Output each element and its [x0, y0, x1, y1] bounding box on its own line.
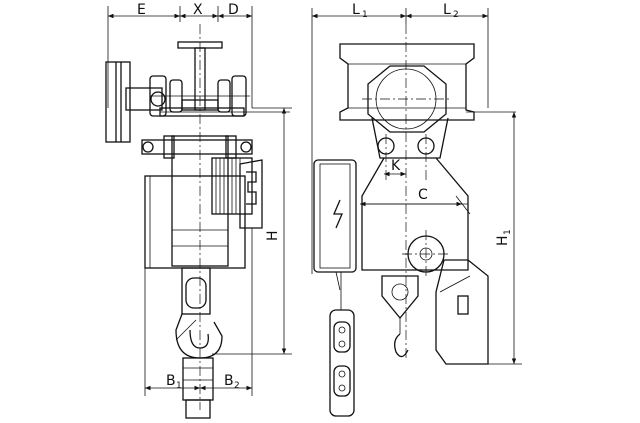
dim-label-b2-subscript: 2 — [234, 381, 240, 391]
dim-label-l2-subscript: 2 — [453, 10, 459, 20]
dim-label-e: E — [137, 2, 146, 18]
pendant-controller — [329, 272, 355, 417]
dim-label-b2: B — [224, 373, 234, 389]
side-view: E X D — [105, 2, 292, 419]
side-plate — [371, 117, 449, 180]
dim-label-l2: L — [443, 2, 451, 18]
dim-label-d: D — [228, 2, 239, 18]
dim-label-c: C — [418, 187, 428, 203]
dim-label-h1: H — [495, 235, 511, 246]
motor-housing — [313, 159, 357, 291]
load-sprocket — [402, 230, 450, 278]
dim-label-h: H — [265, 230, 281, 241]
dim-k: K — [384, 158, 406, 177]
chain-wheel — [105, 61, 166, 143]
trolley-wheels — [149, 75, 290, 117]
dim-label-l1: L — [352, 2, 360, 18]
dim-label-b1: B — [166, 373, 176, 389]
dim-label-l1-subscript: 1 — [362, 10, 368, 20]
dim-l1-l2: L 1 L 2 — [311, 2, 489, 274]
chain-container — [435, 259, 489, 365]
wheel-housing — [362, 65, 452, 133]
beam-section — [339, 43, 516, 121]
top-dimension-e-x-d: E X D — [107, 2, 253, 22]
dim-label-b1-subscript: 1 — [176, 381, 182, 391]
dim-h1: H 1 — [488, 112, 522, 365]
dim-label-h1-subscript: 1 — [503, 229, 513, 235]
axle-bolts — [141, 135, 253, 159]
dim-label-k: K — [391, 158, 401, 174]
hook-assembly — [175, 267, 223, 419]
front-hoist-body: C — [360, 157, 471, 271]
front-view: L 1 L 2 K — [311, 2, 522, 417]
hoist-body — [144, 135, 263, 269]
hook-block-front — [381, 275, 419, 358]
dim-b1-b2: B 1 B 2 — [144, 228, 253, 396]
dim-label-x: X — [193, 2, 203, 18]
